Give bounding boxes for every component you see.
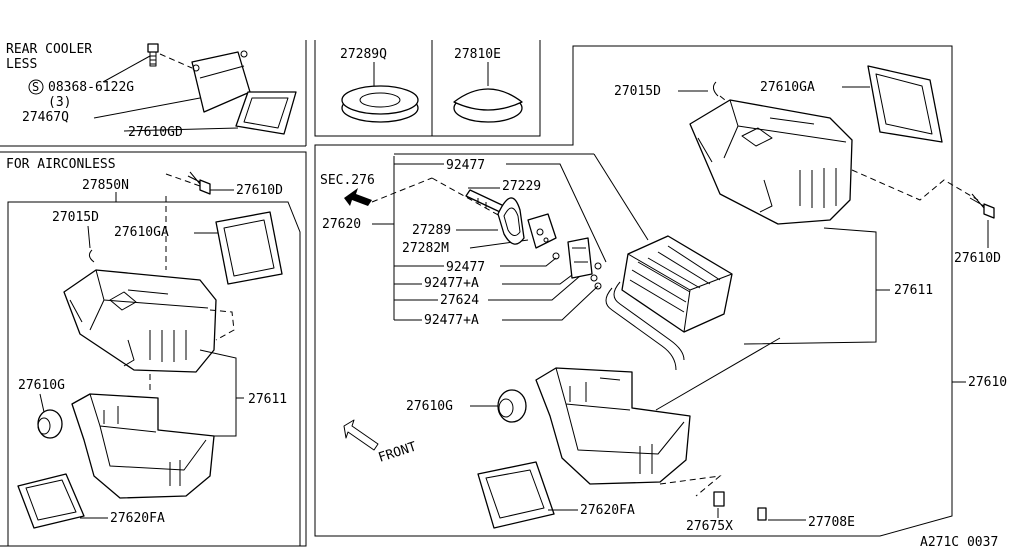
main-case-number: 27611 [894, 283, 933, 298]
panel-borders [0, 40, 953, 547]
airconless-seal-upper-number: 27610GA [114, 225, 169, 240]
oring-icon [594, 262, 602, 270]
clip-small-number: 27675X [686, 519, 733, 534]
bracket-part-number: 27467Q [22, 110, 69, 125]
main-lower-case [535, 367, 691, 485]
figure-code: A271C 0037 [920, 535, 998, 550]
airconless-upper-case [63, 269, 217, 373]
oring-4-number: 92477+A [424, 313, 479, 328]
main-assembly-number: 27610 [968, 375, 1007, 390]
airconless-assembly-number: 27850N [82, 178, 129, 193]
oring-icon [590, 274, 598, 282]
clip-small-icon [713, 491, 725, 507]
valve-part-number: 27624 [440, 293, 479, 308]
clip-tiny-number: 27708E [808, 515, 855, 530]
rear-cooler-heading-2: LESS [6, 57, 37, 72]
main-screw-icon [969, 193, 995, 219]
clip-tiny-icon [757, 507, 767, 521]
main-screw-number: 27610D [954, 251, 1001, 266]
pipe-grommet-icon [497, 197, 525, 245]
screw-quantity: (3) [48, 95, 71, 110]
pipe-part-number: 27229 [502, 179, 541, 194]
rear-cooler-heading-1: REAR COOLER [6, 42, 92, 57]
grommet-a-part-number: 27289Q [340, 47, 387, 62]
oring-3-number: 92477+A [424, 276, 479, 291]
screw-symbol-letter: S [32, 80, 39, 94]
front-direction-label: FRONT [377, 439, 419, 465]
evap-part-number: 27620 [322, 217, 361, 232]
main-seal-upper-number: 27610GA [760, 80, 815, 95]
airconless-seal-lower-number: 27620FA [110, 511, 165, 526]
main-clip-number: 27015D [614, 84, 661, 99]
airconless-screw-icon [187, 171, 211, 195]
airconless-clip-number: 27015D [52, 210, 99, 225]
blind-grommet-icon [453, 88, 523, 123]
main-lower-seal [477, 461, 555, 529]
airconless-lower-seal [17, 473, 85, 529]
grommet-b-part-number: 27810E [454, 47, 501, 62]
airconless-lower-case [71, 393, 215, 499]
expansion-valve-icon [567, 237, 593, 279]
ring-grommet-icon [341, 85, 419, 123]
screw-part-number: 08368-6122G [48, 80, 134, 95]
plug-icon [527, 213, 557, 249]
section-reference: SEC.276 [320, 173, 375, 188]
oring-2-number: 92477 [446, 260, 485, 275]
oring-1-number: 92477 [446, 158, 485, 173]
airconless-case-number: 27611 [248, 392, 287, 407]
screw-symbol-circle [28, 79, 44, 95]
plug-part-number: 27282M [402, 241, 449, 256]
airconless-grommet-number: 27610G [18, 378, 65, 393]
main-upper-seal [867, 65, 943, 143]
rear-cooler-panel: REAR COOLER LESS S 08368-6122G (3) 27467… [6, 42, 297, 140]
airconless-screw-number: 27610D [236, 183, 283, 198]
airconless-upper-seal [215, 211, 283, 285]
grommet-pipe-number: 27289 [412, 223, 451, 238]
pipe-icon [465, 189, 505, 213]
evaporator-core [605, 235, 733, 371]
gasket-part-number: 27610GD [128, 125, 183, 140]
airconless-panel: FOR AIRCONLESS 27850N 27015D 27610GA 276… [6, 157, 287, 529]
section-arrow-icon [344, 188, 372, 206]
airconless-heading: FOR AIRCONLESS [6, 157, 116, 172]
bracket-plate [191, 51, 251, 113]
bolt-icon [147, 43, 159, 67]
airconless-grommet-icon [37, 409, 63, 439]
main-seal-lower-number: 27620FA [580, 503, 635, 518]
main-grommet-number: 27610G [406, 399, 453, 414]
front-direction-arrow-icon [343, 419, 379, 451]
airconless-clip-icon [88, 249, 95, 263]
oring-icon [552, 252, 560, 260]
main-upper-case [689, 99, 853, 225]
grommets-panel: 27289Q 27810E [340, 47, 523, 123]
oring-icon [594, 282, 602, 290]
main-clip-icon [712, 81, 719, 97]
main-grommet-icon [497, 389, 527, 423]
main-panel: SEC.276 27620 92477 27229 27289 27282M 9… [320, 65, 1007, 534]
